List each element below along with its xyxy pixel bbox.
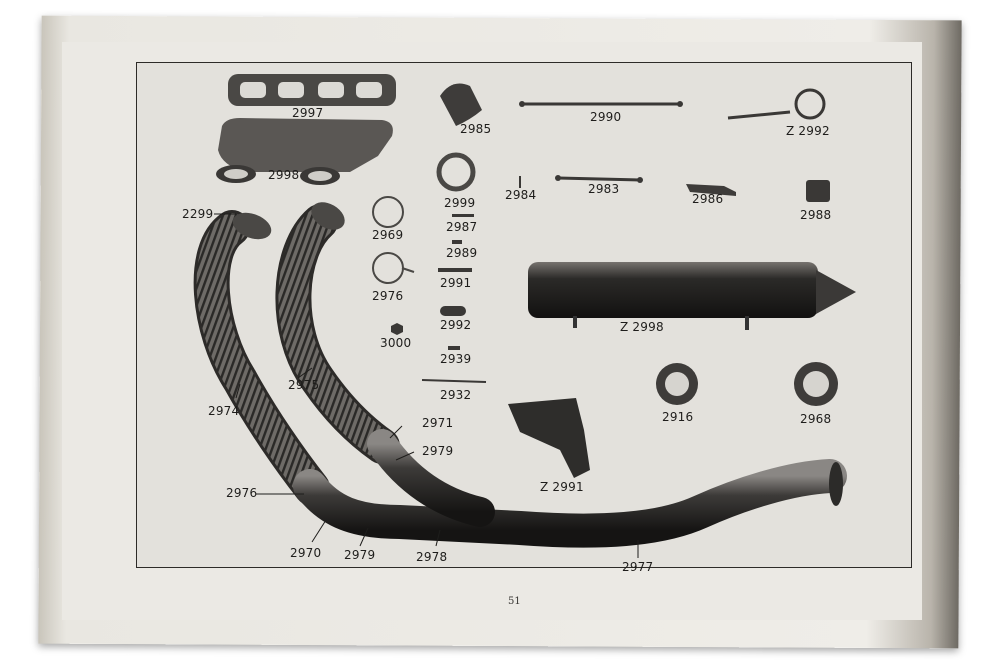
label-2983: 2983: [588, 182, 620, 196]
part-2999-ring: [436, 152, 476, 192]
part-2998-manifold: [216, 118, 393, 185]
small-hardware: [391, 176, 521, 383]
label-2999: 2999: [444, 196, 476, 210]
part-2916-flange: [656, 363, 698, 405]
label-2299: 2299: [182, 207, 214, 221]
label-2984: 2984: [505, 188, 537, 202]
label-2989: 2989: [446, 246, 478, 260]
part-2968-flange: [794, 362, 838, 406]
label-Z2991: Z 2991: [540, 480, 584, 494]
part-2975-flex-pipe: [275, 202, 400, 464]
label-2992: 2992: [440, 318, 472, 332]
label-2990: 2990: [590, 110, 622, 124]
label-Z2998: Z 2998: [620, 320, 664, 334]
label-2974: 2974: [208, 404, 240, 418]
part-2985-clamp: [440, 83, 482, 126]
label-Z2992: Z 2992: [786, 124, 830, 138]
label-2975: 2975: [288, 378, 320, 392]
label-2939: 2939: [440, 352, 472, 366]
part-2969-clip: [372, 196, 404, 228]
page-number: 51: [508, 596, 521, 607]
part-Z2992-bracket: [727, 88, 826, 120]
part-2983-rod: [555, 175, 643, 183]
part-2970-2978-2977-exhaust: [293, 429, 847, 548]
part-Z2991-mount: [508, 398, 590, 478]
part-Z2998-muffler: [528, 262, 856, 330]
label-2978: 2978: [416, 550, 448, 564]
label-3000: 3000: [380, 336, 412, 350]
label-2988: 2988: [800, 208, 832, 222]
part-2988-block: [806, 180, 830, 202]
label-2991: 2991: [440, 276, 472, 290]
label-2985: 2985: [460, 122, 492, 136]
leader-lines: [214, 213, 639, 558]
part-2974-flex-pipe: [193, 210, 330, 506]
label-2970: 2970: [290, 546, 322, 560]
label-2977: 2977: [622, 560, 654, 574]
label-2976-pipe: 2976: [226, 486, 258, 500]
label-2979-lower: 2979: [344, 548, 376, 562]
label-2932: 2932: [440, 388, 472, 402]
label-2971: 2971: [422, 416, 454, 430]
part-2990-rod: [519, 101, 683, 107]
part-2976-clip: [372, 252, 415, 284]
part-2986-bracket: [686, 184, 736, 196]
label-2976-clip: 2976: [372, 289, 404, 303]
label-2997: 2997: [292, 106, 324, 120]
label-2986: 2986: [692, 192, 724, 206]
label-2969: 2969: [372, 228, 404, 242]
label-2979-upper: 2979: [422, 444, 454, 458]
label-2987: 2987: [446, 220, 478, 234]
label-2916: 2916: [662, 410, 694, 424]
part-2997-gasket: [228, 74, 396, 106]
label-2998: 2998: [268, 168, 300, 182]
label-2968: 2968: [800, 412, 832, 426]
